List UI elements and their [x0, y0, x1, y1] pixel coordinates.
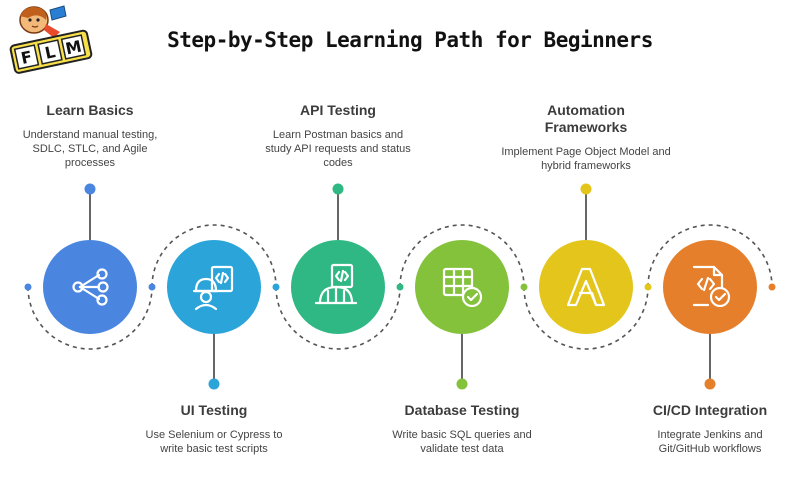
connector-arc-ui-testing [151, 224, 277, 288]
step-title-automation-frameworks: Automation Frameworks [544, 102, 628, 135]
flm-logo: F L M [9, 5, 93, 74]
dashed-connectors [24, 224, 776, 350]
stem-dot-api-testing [332, 183, 344, 195]
step-circle-ci-cd-integration [663, 240, 757, 334]
step-title-database-testing: Database Testing [404, 402, 520, 418]
step-title-ci-cd-integration: CI/CD Integration [652, 402, 768, 418]
step-description-automation-frameworks: Implement Page Object Model and hybrid f… [501, 146, 671, 172]
stem-dot-learn-basics [84, 183, 96, 195]
connector-arc-learn-basics [27, 286, 153, 350]
developer-code-icon [192, 265, 234, 311]
junction-dot-end [768, 283, 776, 291]
logo-letter-f: F [19, 47, 34, 68]
junction-dot-5 [644, 283, 652, 291]
logo-character-icon [19, 5, 67, 38]
step-description-ui-testing: Use Selenium or Cypress to write basic t… [145, 429, 283, 455]
logo-letter-m: M [64, 37, 84, 59]
table-check-icon [442, 267, 483, 308]
stem-dot-database-testing [456, 378, 468, 390]
junction-dot-4 [520, 283, 528, 291]
connector-arc-database-testing [399, 224, 525, 288]
page-title: Step-by-Step Learning Path for Beginners [167, 28, 653, 52]
connector-arc-ci-cd-integration [647, 224, 773, 288]
step-circle-ui-testing [167, 240, 261, 334]
step-description-ci-cd-integration: Integrate Jenkins and Git/GitHub workflo… [657, 429, 763, 455]
hardhat-code-icon [314, 263, 358, 305]
junction-dot-3 [396, 283, 404, 291]
code-file-check-icon [692, 265, 731, 308]
stem-lines [84, 183, 716, 390]
step-description-database-testing: Write basic SQL queries and validate tes… [392, 429, 532, 455]
framework-a-icon [566, 267, 606, 307]
junction-dot-0 [24, 283, 32, 291]
junction-dot-2 [272, 283, 280, 291]
step-circle-automation-frameworks [539, 240, 633, 334]
step-circles [43, 240, 757, 334]
step-title-ui-testing: UI Testing [180, 402, 248, 418]
stem-dot-ci-cd-integration [704, 378, 716, 390]
step-description-api-testing: Learn Postman basics and study API reque… [265, 129, 411, 169]
step-description-learn-basics: Understand manual testing, SDLC, STLC, a… [22, 129, 158, 169]
junction-dot-1 [148, 283, 156, 291]
stem-dot-automation-frameworks [580, 183, 592, 195]
logo-letter-l: L [43, 42, 57, 63]
step-title-learn-basics: Learn Basics [46, 102, 134, 118]
connector-arc-api-testing [275, 286, 401, 350]
step-title-api-testing: API Testing [300, 102, 376, 118]
stem-dot-ui-testing [208, 378, 220, 390]
connector-arc-automation-frameworks [523, 286, 649, 350]
share-network-icon [72, 268, 109, 306]
step-icons [72, 263, 731, 311]
